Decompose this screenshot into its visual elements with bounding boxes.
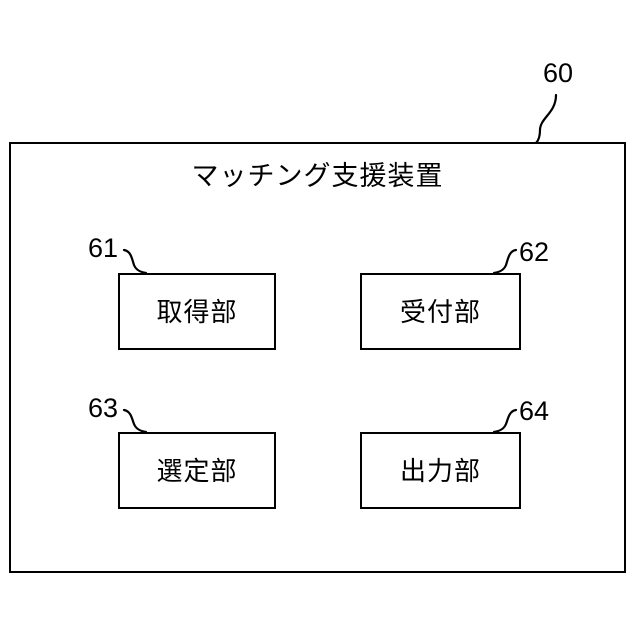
- reference-numeral-60: 60: [543, 58, 574, 88]
- leader-line-60: [534, 93, 558, 145]
- reference-numeral-61: 61: [88, 233, 119, 263]
- unit-label-acquisition: 取得部: [156, 296, 238, 327]
- reference-numeral-62: 62: [519, 237, 550, 267]
- device-enclosure: [9, 142, 626, 573]
- device-title: マッチング支援装置: [191, 161, 444, 191]
- reference-numeral-63: 63: [88, 393, 119, 423]
- unit-box-acquisition: 取得部: [118, 273, 276, 350]
- unit-label-reception: 受付部: [399, 296, 481, 327]
- unit-box-reception: 受付部: [360, 273, 521, 350]
- unit-label-output: 出力部: [399, 455, 481, 486]
- reference-numeral-64: 64: [519, 396, 550, 426]
- unit-label-selection: 選定部: [156, 455, 238, 486]
- unit-box-selection: 選定部: [118, 432, 276, 509]
- unit-box-output: 出力部: [360, 432, 521, 509]
